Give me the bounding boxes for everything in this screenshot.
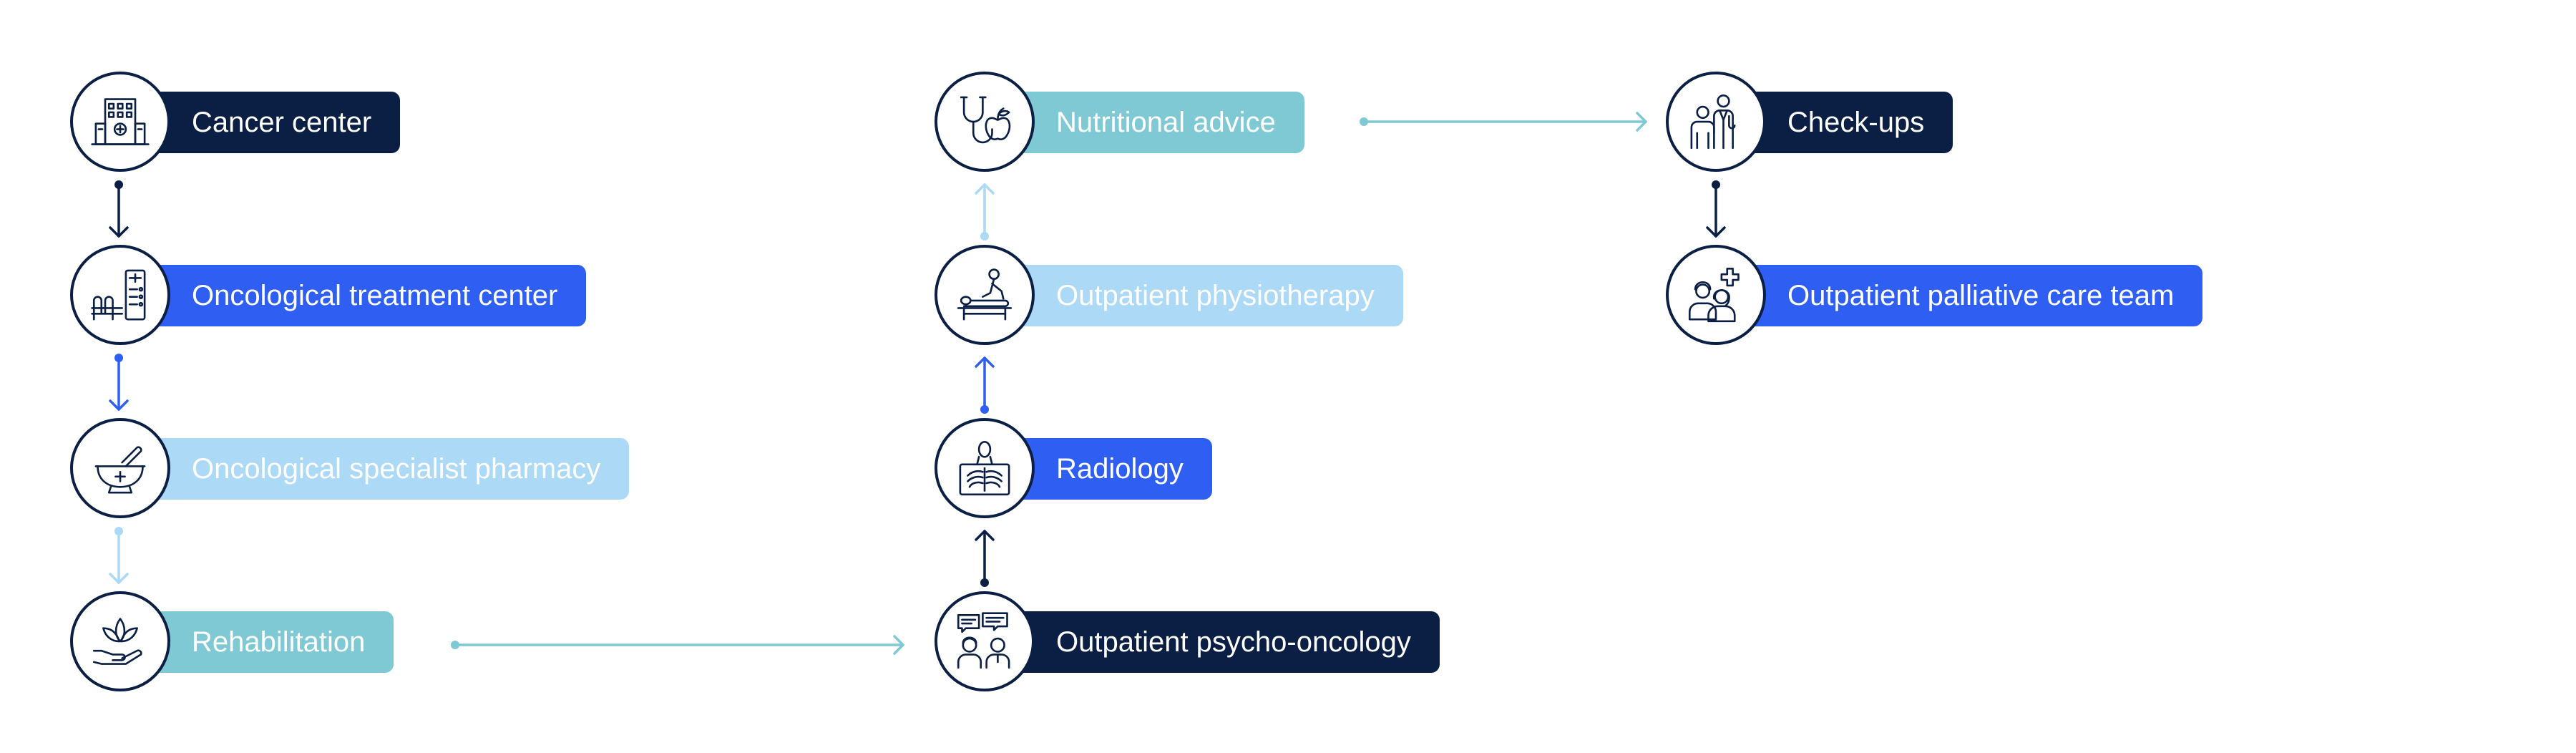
node-label: Rehabilitation xyxy=(120,611,394,673)
node-label: Oncological specialist pharmacy xyxy=(120,438,630,500)
node-icon-circle xyxy=(70,418,170,518)
mortar-pestle-icon xyxy=(94,446,146,494)
node-label: Oncological treatment center xyxy=(120,265,587,326)
node-icon-circle xyxy=(70,245,170,345)
node-icon-circle xyxy=(935,418,1035,518)
doctor-patient-icon xyxy=(1690,94,1736,150)
treatment-chairs-icon xyxy=(91,269,146,321)
node-label: Nutritional advice xyxy=(985,92,1304,153)
hospital-building-icon xyxy=(91,98,150,145)
node-icon-circle xyxy=(1666,245,1766,345)
arrow-radiology-to-physiotherapy xyxy=(975,356,995,414)
arrow-treatment-to-pharmacy xyxy=(109,354,129,411)
node-label: Outpatient palliative care team xyxy=(1716,265,2203,326)
node-icon-circle xyxy=(935,591,1035,691)
node-label: Outpatient psycho-oncology xyxy=(985,611,1440,673)
conversation-icon xyxy=(957,612,1010,669)
node-icon-circle xyxy=(70,72,170,172)
arrow-cancer-to-treatment xyxy=(109,180,129,238)
node-icon-circle xyxy=(935,72,1035,172)
arrow-psycho-oncology-to-radiology xyxy=(975,530,995,587)
arrow-rehabilitation-to-psycho-oncology xyxy=(451,635,904,655)
care-team-icon xyxy=(1688,267,1740,323)
arrow-nutrition-to-checkups xyxy=(1360,112,1647,132)
node-icon-circle xyxy=(70,591,170,691)
lotus-hand-icon xyxy=(92,618,142,665)
massage-table-icon xyxy=(957,268,1013,321)
node-icon-circle xyxy=(1666,72,1766,172)
arrow-pharmacy-to-rehabilitation xyxy=(109,527,129,584)
arrow-checkups-to-palliative xyxy=(1706,180,1726,238)
x-ray-icon xyxy=(959,440,1010,496)
node-label: Outpatient physiotherapy xyxy=(985,265,1403,326)
node-icon-circle xyxy=(935,245,1035,345)
arrow-physiotherapy-to-nutrition xyxy=(975,183,995,241)
stethoscope-apple-icon xyxy=(960,96,1011,144)
